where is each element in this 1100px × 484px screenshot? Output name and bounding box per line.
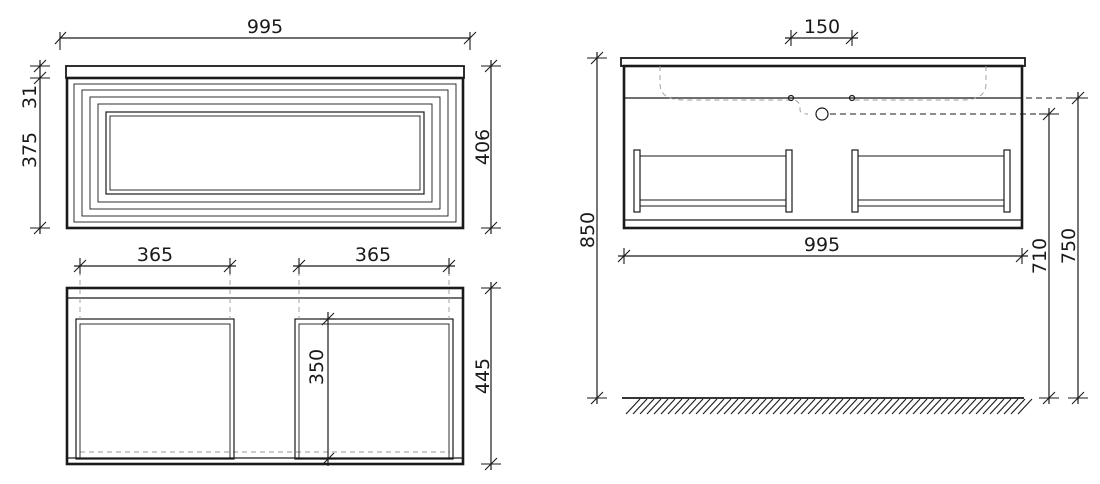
front-top-slab	[65, 65, 465, 79]
hatch-line	[625, 398, 641, 415]
hatch-line	[744, 398, 760, 415]
hatch-line	[646, 398, 662, 415]
hatch-line	[898, 398, 914, 415]
hatch-line	[1010, 398, 1026, 415]
plan-right-drawer	[294, 318, 454, 460]
hatch-line	[982, 398, 998, 415]
hatch-line	[814, 398, 830, 415]
hatch-line	[632, 398, 648, 415]
plan-left-drawer	[75, 318, 235, 460]
dim-front-total: 406	[472, 129, 494, 165]
rail-right-post-1	[851, 149, 859, 213]
dim-plan-total: 445	[472, 358, 494, 394]
front-panel	[105, 111, 425, 195]
plan-view: 365 365 350 445	[65, 244, 501, 471]
front-panel-inner	[109, 115, 421, 191]
dim-front-slab: 31	[19, 85, 41, 109]
front-cabinet	[65, 76, 465, 230]
hatch-line	[765, 398, 781, 415]
hatch-line	[835, 398, 851, 415]
hatch-line	[723, 398, 739, 415]
hatch-line	[737, 398, 753, 415]
dim-drain-height: 710	[1029, 238, 1051, 274]
hatch-line	[968, 398, 984, 415]
hatch-line	[688, 398, 704, 415]
hatch-line	[919, 398, 935, 415]
hatch-line	[877, 398, 893, 415]
hatch-line	[807, 398, 823, 415]
hatch-line	[954, 398, 970, 415]
hatch-line	[779, 398, 795, 415]
rear-cabinet	[622, 64, 1024, 230]
hatch-line	[842, 398, 858, 415]
front-frame-1	[73, 83, 457, 223]
hatch-line	[863, 398, 879, 415]
dim-supply-height: 750	[1058, 228, 1080, 264]
hatch-line	[870, 398, 886, 415]
hatch-line	[849, 398, 865, 415]
front-view: 995 31 375 406	[19, 16, 501, 235]
dim-floor-height: 850	[577, 212, 599, 248]
hatch-line	[709, 398, 725, 415]
dim-plan-left: 365	[137, 244, 173, 266]
hatch-line	[828, 398, 844, 415]
hatch-line	[975, 398, 991, 415]
hatch-line	[674, 398, 690, 415]
dim-rear-width: 995	[804, 234, 840, 256]
drain-hole	[815, 107, 829, 121]
hatch-line	[856, 398, 872, 415]
dim-plan-inner: 350	[306, 349, 328, 385]
tap-hole-left	[787, 94, 795, 102]
dim-hole-spacing: 150	[804, 16, 840, 38]
hatch-line	[891, 398, 907, 415]
hatch-line	[1017, 398, 1033, 415]
hatch-line	[716, 398, 732, 415]
hatch-line	[905, 398, 921, 415]
hatch-line	[786, 398, 802, 415]
hatch-line	[793, 398, 809, 415]
basin-outline	[659, 66, 809, 115]
hatch-line	[751, 398, 767, 415]
hatch-line	[989, 398, 1005, 415]
tap-hole-right	[848, 94, 856, 102]
hatch-line	[653, 398, 669, 415]
hatch-line	[639, 398, 655, 415]
hatch-line	[947, 398, 963, 415]
front-frame-4	[97, 103, 433, 203]
rail-left-post-2	[785, 149, 793, 213]
hatch-line	[702, 398, 718, 415]
hatch-line	[961, 398, 977, 415]
hatch-line	[730, 398, 746, 415]
hatch-line	[926, 398, 942, 415]
hatch-line	[933, 398, 949, 415]
rear-view: 150 995 850 710 750	[577, 16, 1088, 415]
front-frame-3	[89, 96, 441, 210]
hatch-line	[772, 398, 788, 415]
dim-front-width: 995	[247, 16, 283, 38]
hatch-line	[681, 398, 697, 415]
dim-plan-right: 365	[355, 244, 391, 266]
hatch-line	[912, 398, 928, 415]
hatch-line	[821, 398, 837, 415]
hatch-line	[660, 398, 676, 415]
hatch-line	[667, 398, 683, 415]
plan-outer	[65, 286, 465, 466]
hatch-line	[758, 398, 774, 415]
dim-front-drawer: 375	[19, 132, 41, 168]
front-frame-2	[81, 89, 449, 217]
hatch-line	[940, 398, 956, 415]
hatch-line	[800, 398, 816, 415]
rail-right-post-2	[1003, 149, 1011, 213]
rail-left-post-1	[633, 149, 641, 213]
hatch-line	[884, 398, 900, 415]
hatch-line	[695, 398, 711, 415]
floor-hatch	[625, 398, 1033, 415]
hatch-line	[1003, 398, 1019, 415]
hatch-line	[996, 398, 1012, 415]
